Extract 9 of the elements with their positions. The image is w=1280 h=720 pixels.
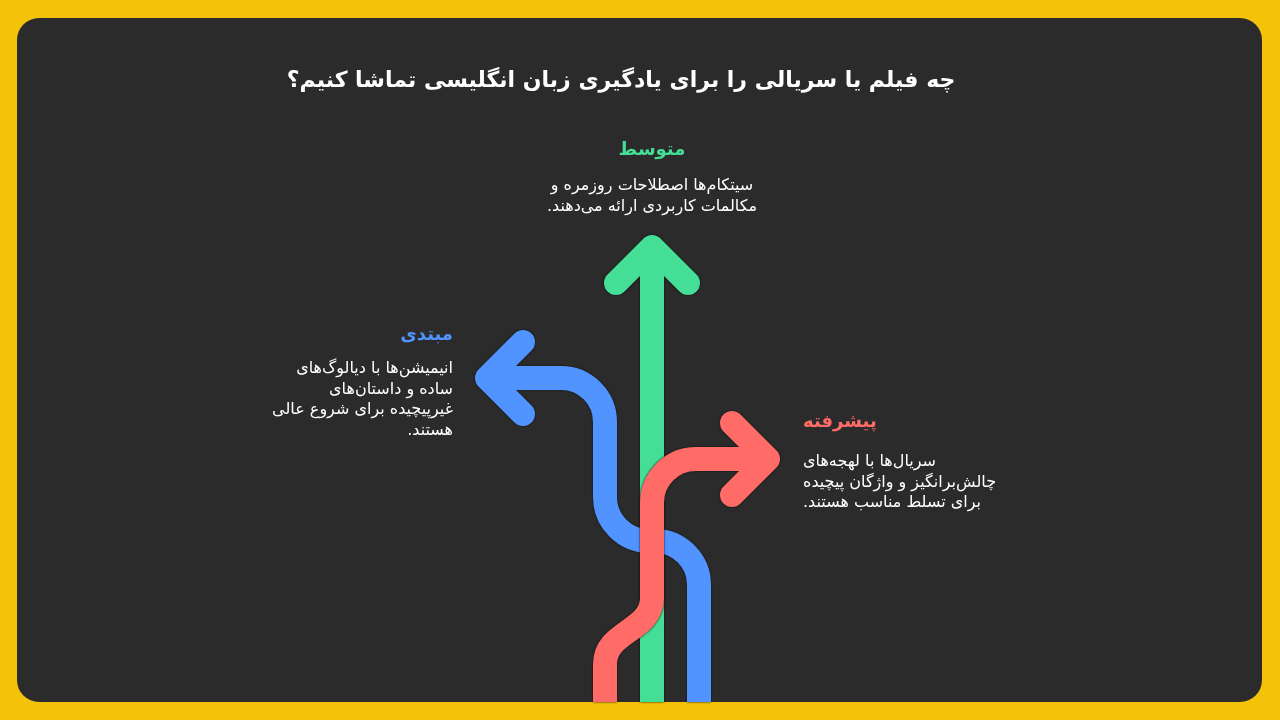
title: چه فیلم یا سریالی را برای یادگیری زبان انگلیسی تماشا کنیم؟ xyxy=(286,66,956,94)
heading: مبتدی xyxy=(400,323,453,344)
arrow xyxy=(593,411,780,702)
description: سریال‌ها با لهجه‌های چالش‌برانگیز و واژگان پیچیده برای تسلط مناسب هستند. xyxy=(803,451,997,511)
heading: متوسط xyxy=(618,138,686,159)
heading: پیشرفته xyxy=(803,410,877,431)
arrow xyxy=(475,330,711,702)
description: انیمیشن‌ها با دیالوگ‌های ساده و داستان‌های غیرپیچیده برای شروع عالی هستند. xyxy=(272,358,453,439)
description: سیتکام‌ها اصطلاحات روزمره و مکالمات کاربردی ارائه می‌دهند. xyxy=(546,175,758,215)
